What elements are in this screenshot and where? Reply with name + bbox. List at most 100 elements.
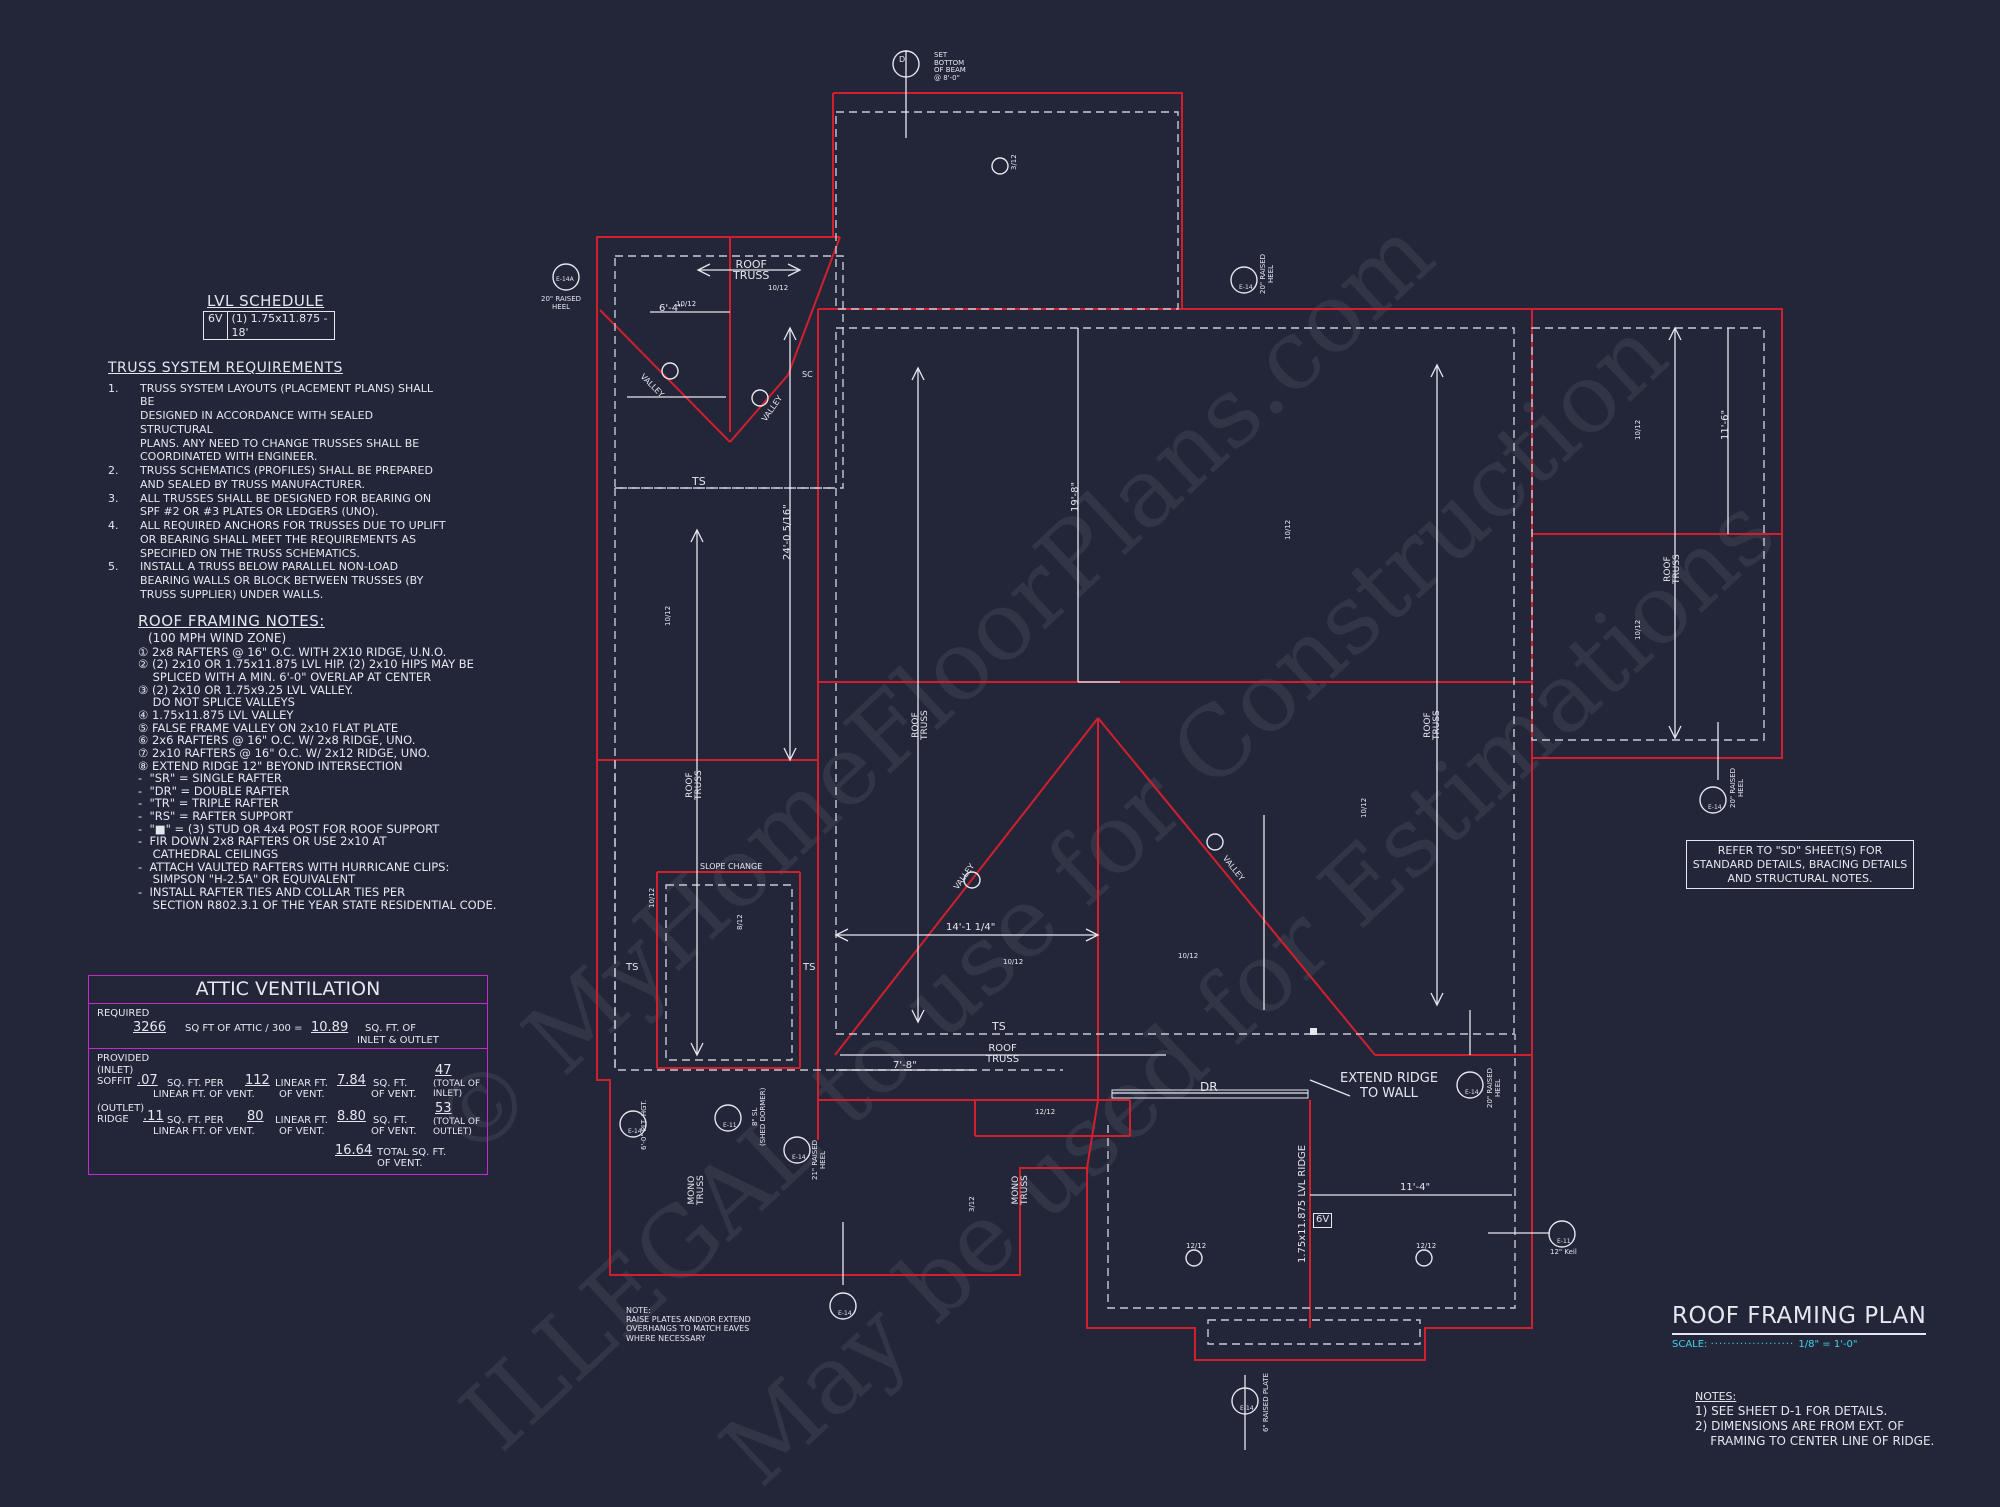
truss-requirement-line: 3.ALL TRUSSES SHALL BE DESIGNED FOR BEAR… bbox=[108, 492, 448, 506]
framing-note-line: ③ (2) 2x10 OR 1.75x9.25 LVL VALLEY. bbox=[138, 682, 354, 697]
framing-note-line: - "■" = (3) STUD OR 4x4 POST FOR ROOF SU… bbox=[138, 821, 440, 836]
framing-dimension-lines bbox=[627, 50, 1729, 1450]
ts-label-4: TS bbox=[992, 1020, 1006, 1033]
pitch-label-2: 10/12 bbox=[768, 284, 789, 292]
attic-inlet-label: (INLET) bbox=[97, 1065, 134, 1076]
raised-heel-21-label: 21" RAISED HEEL bbox=[811, 1140, 827, 1180]
truss-requirement-line: OR BEARING SHALL MEET THE REQUIREMENTS A… bbox=[108, 533, 448, 547]
attic-ridge-unit2: LINEAR FT. OF VENT. bbox=[153, 1126, 255, 1137]
title-block: ROOF FRAMING PLAN SCALE: ···············… bbox=[1672, 1302, 1927, 1351]
pitch-label-11: 10/12 bbox=[1634, 419, 1642, 440]
framing-note-line: CATHEDRAL CEILINGS bbox=[138, 847, 279, 861]
roof-truss-vert-1: ROOF TRUSS bbox=[911, 710, 930, 740]
tag-d-top: D bbox=[899, 55, 906, 64]
framing-note-line: ⑦ 2x10 RAFTERS @ 16" O.C. W/ 2x12 RIDGE,… bbox=[138, 745, 431, 760]
attic-soffit-sqft1: SQ. FT. bbox=[373, 1078, 408, 1089]
attic-ridge-sqft2: OF VENT. bbox=[371, 1126, 417, 1137]
ts-label-3: TS bbox=[803, 962, 816, 973]
roof-truss-top-line2: TRUSS bbox=[733, 269, 770, 282]
truss-requirement-text: DESIGNED IN ACCORDANCE WITH SEALED STRUC… bbox=[140, 409, 374, 436]
framing-note-line: - "RS" = RAFTER SUPPORT bbox=[138, 809, 293, 824]
mono-truss-2-line2: TRUSS bbox=[1020, 1175, 1030, 1205]
attic-outlet-label: (OUTLET) bbox=[97, 1103, 145, 1114]
bottom-note-2: 2) DIMENSIONS ARE FROM EXT. OF bbox=[1695, 1418, 1905, 1433]
raised-heel-20-label: 20" RAISED HEEL bbox=[541, 295, 581, 311]
truss-requirement-number: 5. bbox=[108, 560, 119, 574]
roof-framing-notes-subtitle: (100 MPH WIND ZONE) bbox=[148, 630, 287, 645]
set-beam-line-4: @ 8'-0" bbox=[934, 74, 960, 83]
detail-tag-2: E-14 bbox=[1239, 284, 1253, 291]
raised-plate-6-label: 6" RAISED PLATE bbox=[1262, 1372, 1270, 1432]
truss-requirement-line: COORDINATED WITH ENGINEER. bbox=[108, 450, 448, 464]
dr-label: DR bbox=[1200, 1080, 1218, 1094]
truss-requirement-number bbox=[108, 478, 140, 492]
roof-framing-notes-list: ① 2x8 RAFTERS @ 16" O.C. WITH 2X10 RIDGE… bbox=[138, 646, 508, 911]
raise-note-line-2: RAISE PLATES AND/OR EXTEND bbox=[626, 1315, 751, 1325]
roof-outline bbox=[596, 92, 1783, 1361]
attic-soffit-label: SOFFIT bbox=[97, 1076, 132, 1087]
truss-requirement-number: 3. bbox=[108, 491, 119, 505]
framing-note-line: ⑧ EXTEND RIDGE 12" BEYOND INTERSECTION bbox=[138, 758, 403, 773]
attic-required-formula: SQ FT OF ATTIC / 300 = bbox=[185, 1023, 303, 1034]
truss-requirement-number: 1. bbox=[108, 381, 119, 395]
bottom-note-1: 1) SEE SHEET D-1 FOR DETAILS. bbox=[1695, 1403, 1888, 1418]
attic-ridge-lf-label2: OF VENT. bbox=[279, 1126, 325, 1137]
detail-tag-9: E-14 bbox=[838, 1310, 852, 1317]
framing-note-line: ④ 1.75x11.875 LVL VALLEY bbox=[138, 707, 294, 722]
truss-requirement-text: AND SEALED BY TRUSS MANUFACTURER. bbox=[140, 477, 365, 491]
mono-truss-2: MONO TRUSS bbox=[1011, 1175, 1030, 1205]
truss-requirement-number bbox=[108, 437, 140, 451]
attic-ridge-lf: 80 bbox=[247, 1109, 264, 1124]
attic-required-row: REQUIRED 3266 SQ FT OF ATTIC / 300 = 10.… bbox=[89, 1004, 487, 1049]
lvl-schedule-row: 6V (1) 1.75x11.875 - 18' bbox=[203, 310, 335, 341]
lvl-schedule-tag: 6V bbox=[204, 311, 228, 340]
pitch-label-14: 10/12 bbox=[648, 887, 656, 908]
truss-requirement-number: 4. bbox=[108, 519, 119, 532]
pitch-label-9: 10/12 bbox=[664, 605, 672, 626]
attic-required-result: 10.89 bbox=[311, 1020, 349, 1035]
dim-24-0: 24'-0 5/16" bbox=[782, 504, 793, 560]
roof-truss-vert-1-line2: TRUSS bbox=[920, 710, 930, 740]
set-beam-line-3: OF BEAM bbox=[934, 66, 966, 75]
raise-note-line-4: WHERE NECESSARY bbox=[626, 1333, 706, 1343]
framing-note-line: - "DR" = DOUBLE RAFTER bbox=[138, 783, 290, 798]
ts-label-1: TS bbox=[692, 475, 706, 488]
mono-truss-1: MONO TRUSS bbox=[687, 1175, 706, 1205]
framing-note-line: ② (2) 2x10 OR 1.75x11.875 LVL HIP. (2) 2… bbox=[138, 657, 474, 672]
framing-note-line: SECTION R802.3.1 OF THE YEAR STATE RESID… bbox=[138, 897, 497, 912]
set-beam-note: SET BOTTOM OF BEAM @ 8'-0" bbox=[934, 51, 966, 83]
set-beam-line-1: SET bbox=[934, 51, 948, 59]
plan-scale: SCALE: ···················· 1/8" = 1'-0" bbox=[1672, 1338, 1858, 1350]
attic-provided-section: PROVIDED (INLET) SOFFIT .07 SQ. FT. PER … bbox=[89, 1049, 487, 1171]
ts-label-2: TS bbox=[626, 962, 639, 973]
dim-6-4: 6'-4" bbox=[659, 303, 683, 314]
roof-truss-bottom-line1: ROOF bbox=[988, 1043, 1017, 1054]
attic-soffit-lf-label1: LINEAR FT. bbox=[275, 1078, 328, 1089]
dim-14-1: 14'-1 1/4" bbox=[946, 922, 996, 933]
pitch-label-6: 12/12 bbox=[1186, 1242, 1207, 1250]
detail-tag-1: E-14A bbox=[556, 276, 574, 283]
attic-soffit-total: 7.84 bbox=[337, 1073, 366, 1088]
raised-heel-20-3-line2: HEEL bbox=[1736, 778, 1745, 797]
dim-11-6: 11'-6" bbox=[1720, 409, 1731, 440]
attic-ridge-lf-label1: LINEAR FT. bbox=[275, 1115, 328, 1126]
mono-truss-1-line2: TRUSS bbox=[696, 1175, 706, 1205]
attic-ridge-label: RIDGE bbox=[97, 1114, 129, 1125]
attic-ridge-total: 8.80 bbox=[337, 1109, 366, 1124]
raised-heel-20-label-4: 20" RAISED HEEL bbox=[1486, 1068, 1502, 1108]
attic-ridge-pct-label: (TOTAL OF OUTLET) bbox=[433, 1117, 481, 1137]
attic-soffit-lf-label2: OF VENT. bbox=[279, 1089, 325, 1100]
slope-change-label: SLOPE CHANGE bbox=[700, 862, 763, 871]
truss-requirement-number bbox=[108, 450, 140, 464]
roof-truss-label-bottom: ROOF TRUSS bbox=[986, 1043, 1019, 1065]
framing-note-line: - "SR" = SINGLE RAFTER bbox=[138, 771, 282, 786]
raised-heel-21-line2: HEEL bbox=[818, 1150, 827, 1169]
interior-wall-lines bbox=[614, 111, 1765, 1345]
attic-soffit-unit2: LINEAR FT. OF VENT. bbox=[153, 1089, 255, 1100]
truss-requirement-text: OR BEARING SHALL MEET THE REQUIREMENTS A… bbox=[140, 532, 417, 546]
detail-tag-7: E-11 bbox=[723, 1122, 737, 1129]
roof-truss-vert-3: ROOF TRUSS bbox=[1663, 554, 1682, 584]
attic-soffit-pct: 47 bbox=[435, 1063, 452, 1078]
raised-heel-20-line2: HEEL bbox=[552, 302, 571, 311]
